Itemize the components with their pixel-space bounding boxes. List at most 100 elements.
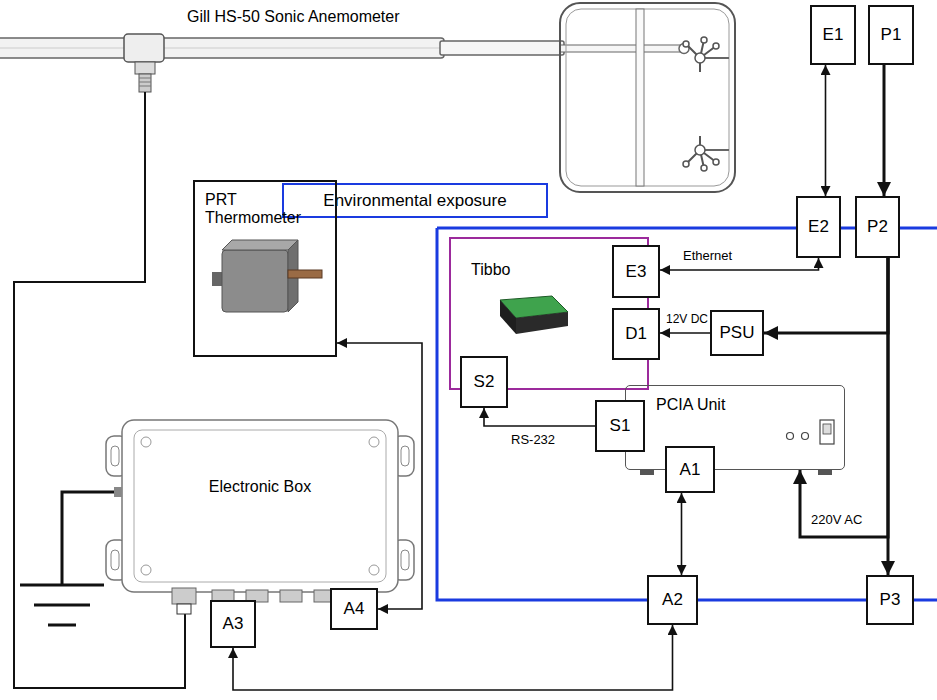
- transducer-arm: [686, 40, 716, 72]
- transducer-head: [701, 37, 707, 43]
- connector-thread: [139, 78, 151, 86]
- thermometer-housing: [222, 250, 288, 312]
- power-line: [800, 258, 888, 537]
- electronic-box-housing: [122, 420, 398, 592]
- cable-gland: [212, 272, 222, 286]
- port-label: S2: [474, 372, 495, 392]
- tibbo-device: [500, 300, 516, 334]
- signal-label: 220V AC: [810, 513, 863, 528]
- port-label: D1: [625, 324, 647, 344]
- transducer-hub: [695, 145, 705, 155]
- lid-screw: [369, 437, 379, 447]
- lid-screw: [369, 565, 379, 575]
- part-label: Gill HS-50 Sonic Anemometer: [185, 8, 402, 26]
- transducer-head: [683, 161, 689, 167]
- thermometer-box: PRT Thermometer: [193, 180, 337, 357]
- power-line: [883, 65, 886, 196]
- port-label: E1: [823, 25, 844, 45]
- port-box: P3: [866, 575, 914, 625]
- device-title: Electronic Box: [209, 478, 311, 496]
- port-label: P1: [881, 25, 902, 45]
- indicator-light: [787, 433, 794, 440]
- mount-connector: [139, 74, 151, 92]
- anemometer-cable: [14, 92, 185, 688]
- region-label: Environmental exposure: [323, 191, 506, 211]
- port-label: A4: [344, 599, 365, 619]
- thermometer-probe: [288, 270, 322, 278]
- boom-detail: [0, 48, 440, 49]
- unit-foot: [818, 470, 832, 475]
- transducer-head: [683, 41, 689, 47]
- port-label: P2: [867, 217, 888, 237]
- electronic-box-lid: [134, 430, 386, 582]
- port-box: A1: [665, 446, 715, 493]
- lid-screw: [141, 565, 151, 575]
- device-title: PCIA Unit: [656, 396, 725, 414]
- signal-label: RS-232: [510, 433, 556, 448]
- transducer-arm: [686, 136, 716, 168]
- port-box: A4: [330, 588, 378, 630]
- pcia-unit: PCIA Unit: [625, 385, 845, 470]
- anemometer-boom: [0, 38, 444, 58]
- port-label: PSU: [720, 323, 755, 343]
- port-label: A2: [662, 590, 683, 610]
- signal-line: [681, 493, 683, 575]
- power-line: [887, 258, 890, 575]
- cable-plug: [177, 604, 191, 614]
- port-box: A3: [210, 600, 256, 648]
- power-switch: [823, 424, 831, 434]
- anemometer-frame: [566, 9, 729, 186]
- lid-screw: [141, 437, 151, 447]
- tab-slot: [401, 550, 409, 570]
- signal-label: Ethernet: [682, 249, 733, 264]
- signal-line: [233, 625, 673, 690]
- tibbo-device: [516, 312, 568, 334]
- port-box: P1: [868, 5, 914, 65]
- port-box: P2: [855, 196, 900, 258]
- anemometer-frame: [560, 3, 735, 192]
- port-label: A3: [223, 614, 244, 634]
- ground-wire: [62, 492, 114, 585]
- cable-gland: [172, 588, 196, 604]
- tab-slot: [111, 550, 119, 570]
- connector-group: [233, 65, 888, 690]
- transducer-hub: [695, 53, 705, 63]
- region-label-box: Environmental exposure: [282, 183, 548, 218]
- electronic-box: Electronic Box: [136, 432, 384, 542]
- port-label: A1: [680, 460, 701, 480]
- tibbo-module: TibboE3D1S2: [449, 237, 649, 390]
- port-box: E1: [810, 5, 856, 65]
- signal-label: 12V DC: [665, 313, 709, 327]
- indicator-light: [802, 433, 809, 440]
- device-title: PRT Thermometer: [205, 191, 315, 228]
- thermometer-housing: [222, 240, 298, 250]
- power-switch: [820, 420, 834, 444]
- power-line: [764, 258, 888, 333]
- anemometer-boom: [440, 41, 564, 55]
- tab-slot: [111, 446, 119, 466]
- exposure-boundary: [437, 228, 937, 600]
- module-title: Tibbo: [471, 261, 510, 279]
- unit-foot: [640, 470, 654, 475]
- transducer-head: [701, 165, 707, 171]
- port-box: E3: [612, 245, 660, 298]
- ground-symbol: [20, 585, 104, 625]
- port-label: E2: [808, 217, 829, 237]
- power-supply-box: PSU: [710, 310, 764, 356]
- port-label: S1: [610, 416, 631, 436]
- ground-terminal: [114, 487, 122, 497]
- transducer-head: [713, 43, 719, 49]
- port-box: S1: [595, 400, 645, 452]
- port-label: P3: [880, 590, 901, 610]
- anemometer-boom: [560, 45, 682, 52]
- frame-bar: [636, 9, 644, 186]
- port-box: S2: [460, 356, 508, 408]
- transducer-head: [713, 159, 719, 165]
- anemometer-mount: [135, 62, 155, 74]
- port-box: E2: [796, 196, 841, 258]
- cable-gland: [280, 590, 302, 602]
